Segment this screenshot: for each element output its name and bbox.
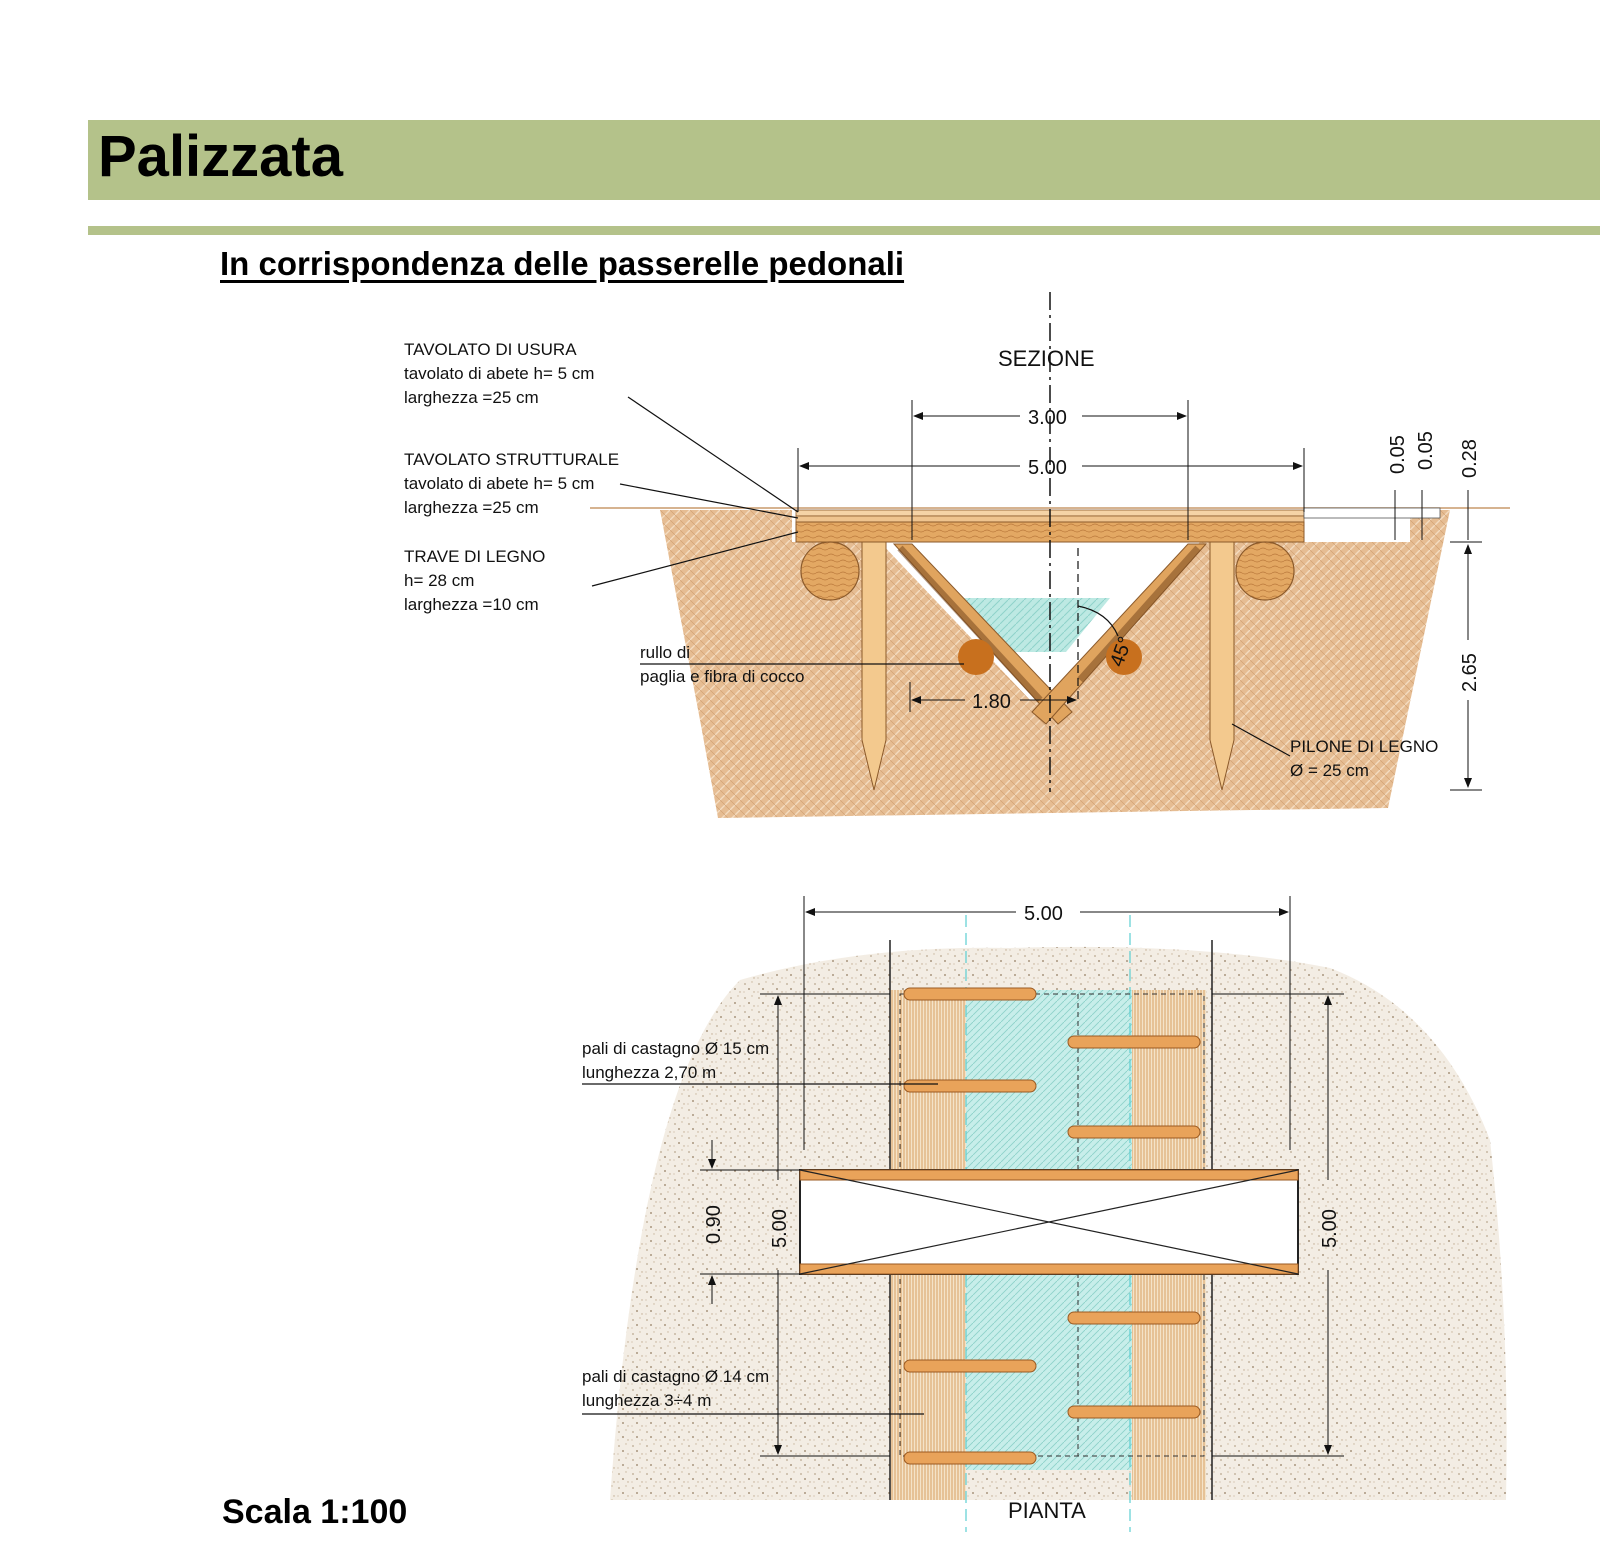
title-underline-band [88,226,1600,235]
label-pilone: PILONE DI LEGNO Ø = 25 cm [1231,723,1438,780]
page-title: Palizzata [98,124,343,189]
svg-text:TAVOLATO STRUTTURALE: TAVOLATO STRUTTURALE [404,450,619,469]
page-subtitle: In corrispondenza delle passerelle pedon… [220,245,905,282]
dim-v-005b: 0.05 [1415,431,1437,470]
dim-top-5: 5.00 [1028,457,1067,479]
plan-dim-top-5: 5.00 [1024,903,1063,925]
plan-title: PIANTA [1008,1498,1086,1523]
svg-text:tavolato di abete h= 5 cm: tavolato di abete h= 5 cm [404,364,594,383]
svg-text:TAVOLATO DI USURA: TAVOLATO DI USURA [404,340,577,359]
plan-dim-left-090: 0.90 [703,1205,725,1244]
dim-v-028: 0.28 [1459,439,1481,478]
scale-label: Scala 1:100 [222,1493,408,1531]
svg-text:PILONE DI LEGNO: PILONE DI LEGNO [1290,737,1438,756]
svg-text:larghezza =10 cm: larghezza =10 cm [404,595,539,614]
log-left [800,541,860,601]
svg-text:paglia e fibra di cocco: paglia e fibra di cocco [640,667,804,686]
pile-right [1209,541,1235,791]
svg-text:lunghezza 2,70 m: lunghezza 2,70 m [582,1063,716,1082]
plan-dim-left-500: 5.00 [769,1209,791,1248]
svg-text:TRAVE DI LEGNO: TRAVE DI LEGNO [404,547,545,566]
section-view: 3.00 5.00 0.05 0.05 0.28 2.65 1.80 45° S… [404,292,1510,818]
svg-text:pali di castagno Ø 14 cm: pali di castagno Ø 14 cm [582,1367,769,1386]
label-tavolato-usura: TAVOLATO DI USURA tavolato di abete h= 5… [404,340,799,513]
section-title: SEZIONE [998,346,1095,371]
svg-text:Ø = 25 cm: Ø = 25 cm [1290,761,1369,780]
title-band [88,120,1600,200]
svg-text:rullo di: rullo di [640,643,690,662]
svg-text:larghezza =25 cm: larghezza =25 cm [404,498,539,517]
label-pali-14: pali di castagno Ø 14 cm lunghezza 3÷4 m [582,1367,924,1415]
plan-dim-right-500: 5.00 [1319,1209,1341,1248]
pile-left [861,541,887,791]
dim-v-005a: 0.05 [1387,435,1409,474]
dim-bottom-180: 1.80 [972,691,1011,713]
coir-roll-left [958,639,994,675]
label-tavolato-strutturale: TAVOLATO STRUTTURALE tavolato di abete h… [404,450,799,519]
label-pali-15: pali di castagno Ø 15 cm lunghezza 2,70 … [582,1039,938,1085]
log-right [1235,541,1295,601]
label-rullo: rullo di paglia e fibra di cocco [640,643,964,686]
label-trave-legno: TRAVE DI LEGNO h= 28 cm larghezza =10 cm [404,531,799,614]
svg-text:tavolato di abete h= 5 cm: tavolato di abete h= 5 cm [404,474,594,493]
plan-view: 5.00 0.90 5.00 5.00 pali di castagno Ø 1… [582,896,1507,1532]
svg-text:h= 28 cm: h= 28 cm [404,571,474,590]
coir-roll-right [1106,639,1142,675]
svg-text:larghezza =25 cm: larghezza =25 cm [404,388,539,407]
svg-text:lunghezza 3÷4 m: lunghezza 3÷4 m [582,1391,711,1410]
dim-top-3: 3.00 [1028,407,1067,429]
svg-text:pali di castagno Ø 15 cm: pali di castagno Ø 15 cm [582,1039,769,1058]
plan-poles [903,987,1201,1465]
dim-v-265: 2.65 [1459,653,1481,692]
